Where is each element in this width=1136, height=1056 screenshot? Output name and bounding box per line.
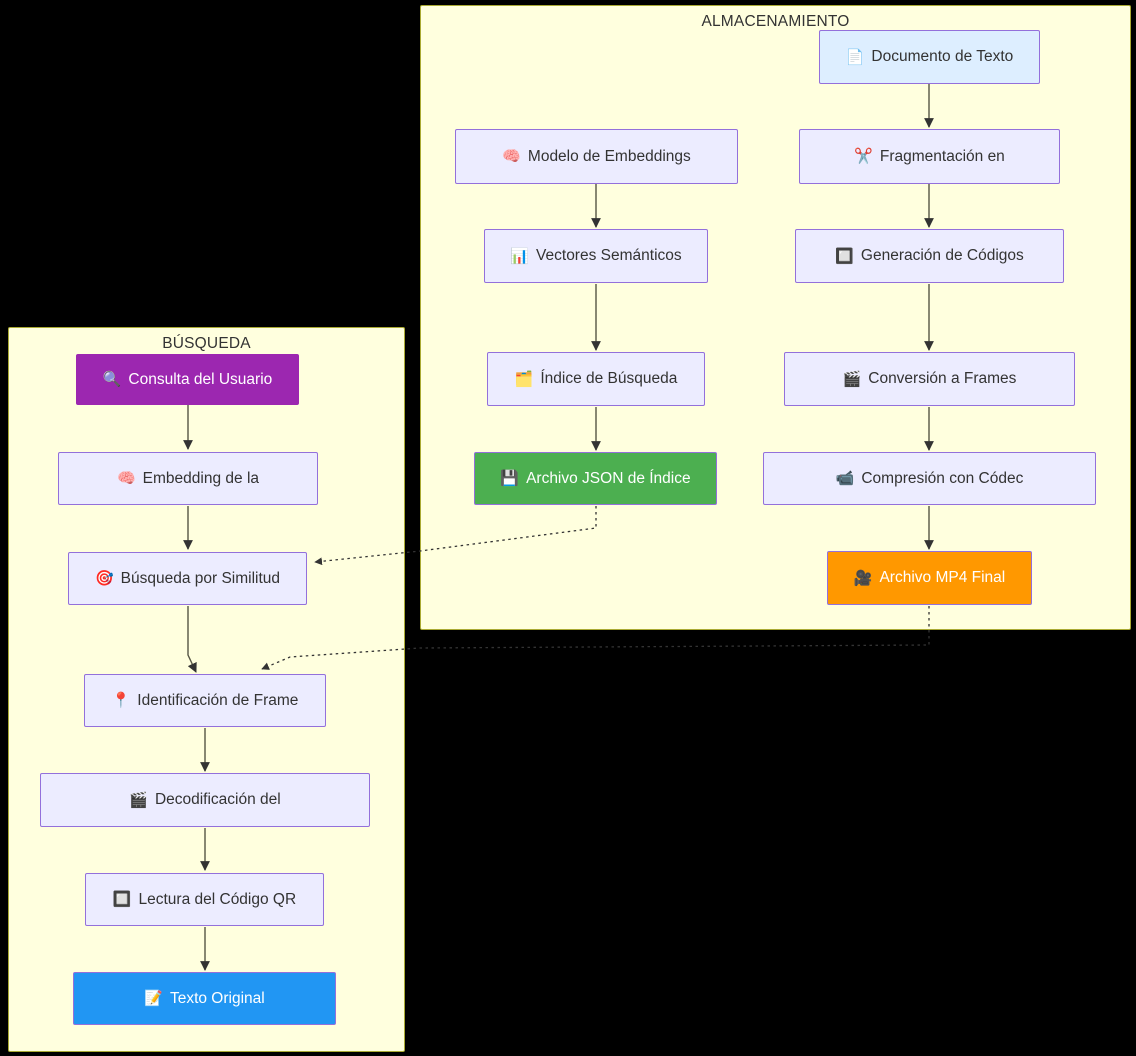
bar-chart-icon: 📊 [510,247,530,265]
node-lectura-del-codigo-qr[interactable]: 🔲 Lectura del Código QR [85,873,324,926]
memo-icon: 📝 [144,990,163,1007]
subgraph-busqueda-title: BÚSQUEDA [162,335,251,352]
node-fragmentacion-en[interactable]: ✂️ Fragmentación en [799,129,1060,184]
node-label: Búsqueda por Similitud [120,569,281,587]
qr-code-icon: 🔲 [112,891,132,908]
node-label: Decodificación del [154,791,281,809]
node-label: Fragmentación en [879,147,1005,165]
node-compresion-con-codec[interactable]: 📹 Compresión con Códec [763,452,1096,505]
node-label: Texto Original [169,989,265,1007]
node-modelo-de-embeddings[interactable]: 🧠 Modelo de Embeddings [455,129,738,184]
node-generacion-de-codigos[interactable]: 🔲 Generación de Códigos [795,229,1064,283]
node-decodificacion-del[interactable]: 🎬 Decodificación del [40,773,370,827]
node-label: Archivo JSON de Índice [526,469,691,487]
subgraph-almacenamiento-title: ALMACENAMIENTO [701,13,850,30]
node-label: Archivo MP4 Final [879,569,1006,587]
card-index-icon: 🗂️ [514,370,534,388]
node-vectores-semanticos[interactable]: 📊 Vectores Semánticos [484,229,708,283]
map-pin-icon: 📍 [111,692,131,709]
node-label: Identificación de Frame [137,691,299,709]
qr-code-icon: 🔲 [835,247,854,265]
node-archivo-json-de-indice[interactable]: 💾 Archivo JSON de Índice [474,452,717,505]
clapper-board-icon: 🎬 [129,791,148,809]
target-icon: 🎯 [94,570,114,587]
node-documento-de-texto[interactable]: 📄 Documento de Texto [819,30,1040,84]
node-label: Modelo de Embeddings [527,147,691,165]
clapper-board-icon: 🎬 [842,370,862,388]
node-conversion-a-frames[interactable]: 🎬 Conversión a Frames [784,352,1075,406]
node-consulta-del-usuario[interactable]: 🔍 Consulta del Usuario [76,354,299,405]
floppy-disk-icon: 💾 [500,470,520,487]
node-label: Vectores Semánticos [536,247,682,265]
node-busqueda-por-similitud[interactable]: 🎯 Búsqueda por Similitud [68,552,307,605]
video-camera-icon: 📹 [835,470,855,487]
brain-icon: 🧠 [502,148,521,165]
brain-icon: 🧠 [116,470,136,487]
node-label: Documento de Texto [871,48,1014,66]
node-label: Generación de Códigos [860,247,1024,265]
node-label: Índice de Búsqueda [540,370,678,388]
subgraph-almacenamiento: ALMACENAMIENTO [420,5,1131,630]
node-label: Consulta del Usuario [128,370,273,388]
node-embedding-de-la[interactable]: 🧠 Embedding de la [58,452,318,505]
node-label: Compresión con Códec [861,469,1024,487]
node-label: Conversión a Frames [868,370,1017,388]
node-texto-original[interactable]: 📝 Texto Original [73,972,336,1025]
scissors-icon: ✂️ [854,148,873,165]
magnifier-icon: 🔍 [102,371,122,388]
movie-camera-icon: 🎥 [853,569,873,587]
node-label: Embedding de la [142,469,260,487]
document-icon: 📄 [845,48,865,66]
node-label: Lectura del Código QR [138,890,297,908]
node-indice-de-busqueda[interactable]: 🗂️ Índice de Búsqueda [487,352,705,406]
node-archivo-mp4-final[interactable]: 🎥 Archivo MP4 Final [827,551,1032,605]
node-identificacion-de-frame[interactable]: 📍 Identificación de Frame [84,674,326,727]
